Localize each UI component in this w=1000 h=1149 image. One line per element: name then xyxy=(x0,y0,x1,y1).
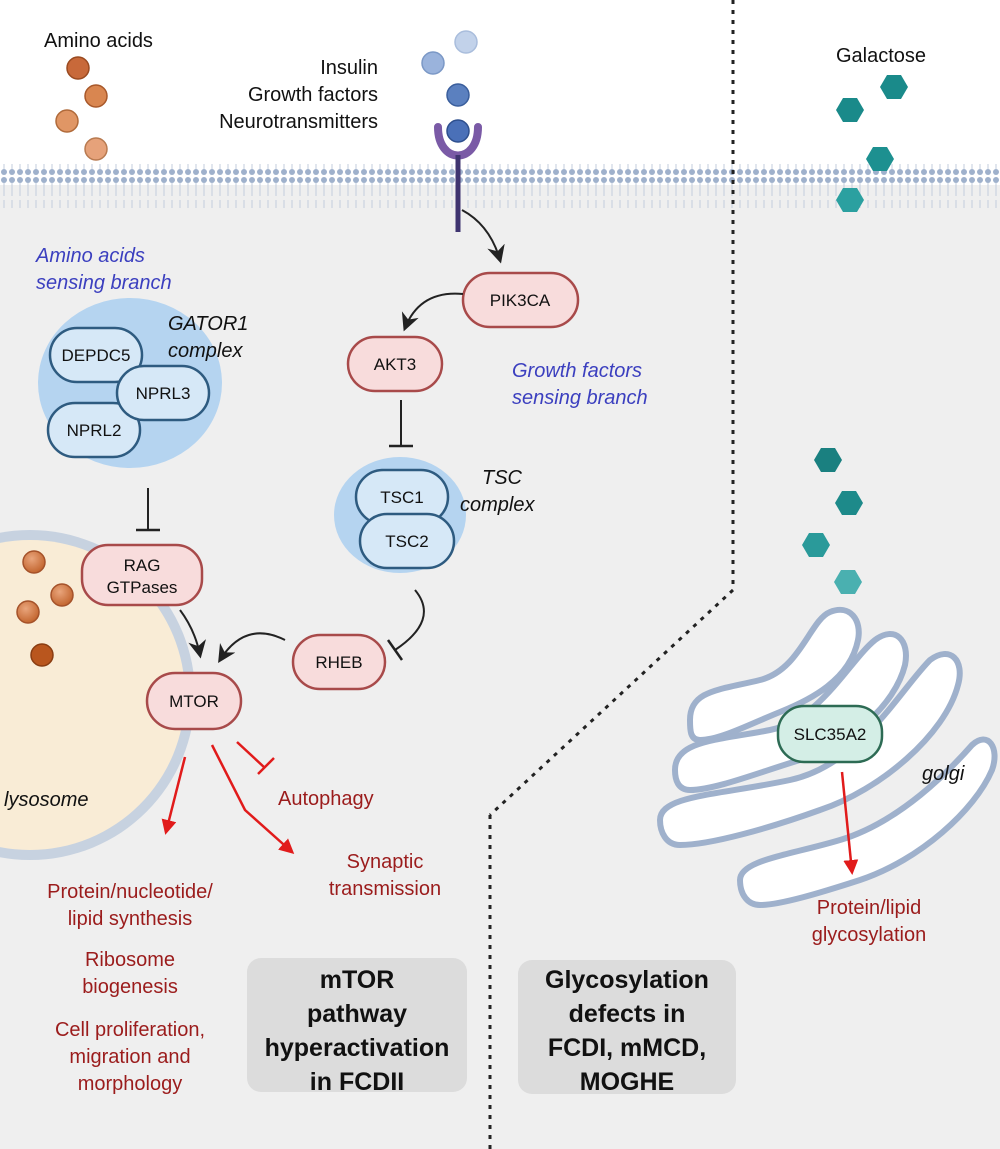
pik3ca-to-akt3-arrow xyxy=(401,292,464,332)
galactose-molecules xyxy=(802,75,908,594)
proliferation-label-2: migration and xyxy=(69,1046,190,1068)
amino-acids-label: Amino acids xyxy=(44,30,153,52)
amino-branch-label-1: Amino acids xyxy=(35,245,145,267)
receptor xyxy=(434,119,482,232)
depdc5-node xyxy=(48,326,144,384)
amino-branch-label-2: sensing branch xyxy=(36,272,172,294)
ligand-label-growth-factors: Growth factors xyxy=(248,84,378,106)
nprl3-label: NPRL3 xyxy=(136,384,191,403)
glyco-box-line-3: FCDI, mMCD, xyxy=(548,1034,706,1062)
pik3ca-node xyxy=(461,271,580,329)
ribosome-label-2: biogenesis xyxy=(82,976,178,998)
rag-label-1: RAG xyxy=(124,556,161,575)
synaptic-label-2: transmission xyxy=(329,878,441,900)
mtor-to-synaptic-arrow xyxy=(210,744,295,854)
growth-branch-label-1: Growth factors xyxy=(512,360,642,382)
ligand-label-insulin: Insulin xyxy=(320,57,378,79)
tsc2-label: TSC2 xyxy=(385,532,428,551)
tsc1-label: TSC1 xyxy=(380,488,423,507)
mtor-to-synthesis-arrow xyxy=(161,756,187,835)
rheb-label: RHEB xyxy=(315,653,362,672)
cell-membrane xyxy=(0,164,1000,208)
galactose-label: Galactose xyxy=(836,45,926,67)
nprl3-node xyxy=(115,364,211,422)
nprl2-node xyxy=(46,401,142,459)
ligand-particles xyxy=(421,30,478,107)
glyco-box-line-1: Glycosylation xyxy=(545,966,709,994)
rag-label-2: GTPases xyxy=(107,578,178,597)
golgi-apparatus xyxy=(657,607,998,908)
gator1-label-2: complex xyxy=(168,340,243,362)
inhibition-bar xyxy=(386,639,404,661)
inhibition-bar xyxy=(257,757,275,775)
lysosome-label: lysosome xyxy=(4,789,88,811)
tsc2-node xyxy=(358,512,456,570)
mtor-label: MTOR xyxy=(169,692,219,711)
mtor-node xyxy=(145,671,243,731)
synthesis-label-2: lipid synthesis xyxy=(68,908,193,930)
tsc-label-2: complex xyxy=(460,494,535,516)
glyco-box-line-4: MOGHE xyxy=(580,1068,674,1096)
slc35a2-node xyxy=(776,704,884,764)
glycosylation-label-1: Protein/lipid xyxy=(817,897,922,919)
receptor-to-pik3ca-arrow xyxy=(461,209,505,264)
glyco-box-line-2: defects in xyxy=(569,1000,686,1028)
tsc-complex xyxy=(334,457,466,573)
nprl2-label: NPRL2 xyxy=(67,421,122,440)
gator1-label-1: GATOR1 xyxy=(168,313,248,335)
akt3-node xyxy=(346,335,444,393)
glycosylation-label-2: glycosylation xyxy=(812,924,927,946)
rheb-to-mtor-arrow xyxy=(218,632,286,664)
mtor-box-line-2: pathway xyxy=(307,1000,407,1028)
growth-branch-label-2: sensing branch xyxy=(512,387,648,409)
glyco-summary-box xyxy=(518,960,736,1094)
tsc-inhibits-rheb xyxy=(394,589,425,651)
mtor-summary-box xyxy=(247,958,467,1092)
lysosome xyxy=(0,530,195,860)
rag-to-mtor-arrow xyxy=(179,609,206,659)
gator1-complex xyxy=(38,298,222,468)
slc35a2-to-glycosylation-arrow xyxy=(840,771,859,875)
ribosome-label-1: Ribosome xyxy=(85,949,175,971)
depdc5-label: DEPDC5 xyxy=(62,346,131,365)
tsc-label-1: TSC xyxy=(482,467,523,489)
mtor-box-line-1: mTOR xyxy=(320,966,395,994)
proliferation-label-1: Cell proliferation, xyxy=(55,1019,205,1041)
mtor-box-line-4: in FCDII xyxy=(310,1068,404,1096)
pik3ca-label: PIK3CA xyxy=(490,291,551,310)
slc35a2-label: SLC35A2 xyxy=(794,725,867,744)
amino-acid-particles xyxy=(55,56,108,161)
mtor-inhibits-autophagy xyxy=(236,741,266,769)
synthesis-label-1: Protein/nucleotide/ xyxy=(47,881,213,903)
mtor-box-line-3: hyperactivation xyxy=(265,1034,450,1062)
rag-gtpases-node xyxy=(80,543,204,607)
ligand-label-neurotransmitters: Neurotransmitters xyxy=(219,111,378,133)
autophagy-label: Autophagy xyxy=(278,788,374,810)
rheb-node xyxy=(291,633,387,691)
golgi-label: golgi xyxy=(922,763,965,785)
proliferation-label-3: morphology xyxy=(78,1073,183,1095)
akt3-label: AKT3 xyxy=(374,355,417,374)
synaptic-label-1: Synaptic xyxy=(347,851,424,873)
